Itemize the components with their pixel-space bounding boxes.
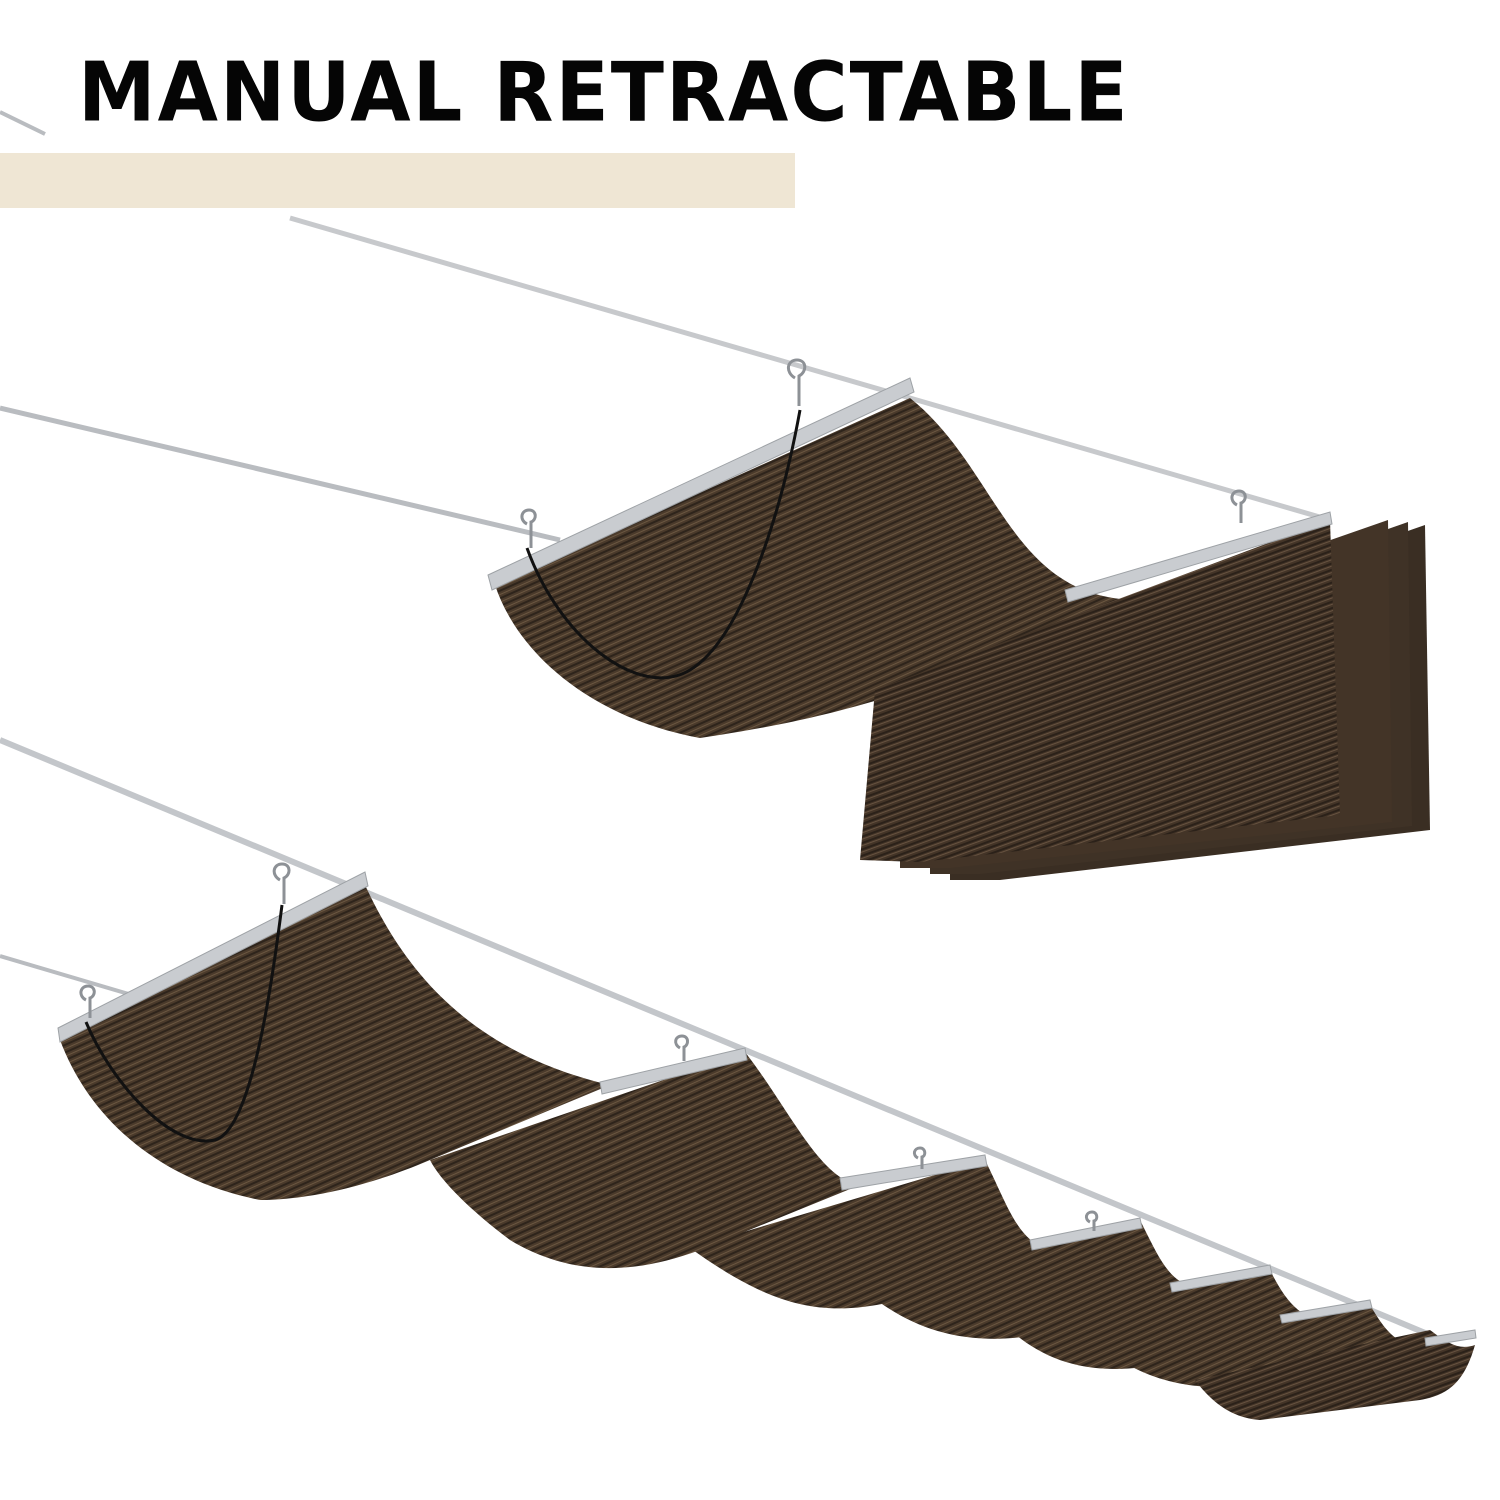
shade-panel-bottom-waves: [60, 885, 1475, 1420]
hook-icon: [520, 358, 1247, 548]
cable-bottom-upper: [0, 737, 1432, 1338]
shade-stack-folded: [860, 520, 1430, 880]
rail-top-front: [487, 377, 915, 591]
rail-top-back: [1064, 511, 1333, 603]
pull-cord-top: [525, 409, 802, 680]
cable-top-lower: [0, 405, 561, 543]
cable-top-upper: [0, 110, 1331, 523]
hook-icon: [79, 862, 1099, 1231]
shade-panel-top-extended: [495, 398, 1330, 738]
pull-cord-bottom: [84, 904, 284, 1143]
rail-bottom: [57, 871, 1477, 1347]
accent-bar: [0, 153, 795, 208]
page-title: MANUAL RETRACTABLE: [78, 45, 1130, 141]
